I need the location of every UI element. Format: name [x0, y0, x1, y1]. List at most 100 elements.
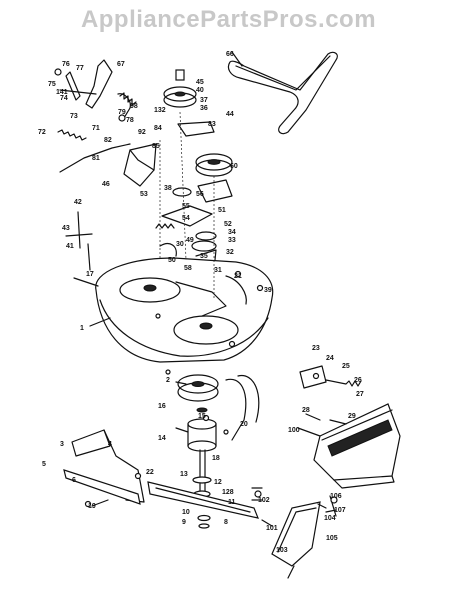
callout-44: 44 — [226, 111, 234, 118]
callout-8: 8 — [224, 519, 228, 526]
callout-21: 21 — [234, 273, 242, 280]
callout-36: 36 — [200, 105, 208, 112]
callout-26: 26 — [354, 377, 362, 384]
callout-labels: 6676776775141747998737892728281714540373… — [38, 51, 364, 554]
callout-50: 50 — [168, 257, 176, 264]
callout-67: 67 — [117, 61, 125, 68]
callout-37: 37 — [200, 97, 208, 104]
callout-38: 38 — [164, 185, 172, 192]
callout-15: 15 — [198, 413, 206, 420]
callout-28: 28 — [302, 407, 310, 414]
callout-12: 12 — [214, 479, 222, 486]
callout-46: 46 — [102, 181, 110, 188]
callout-14: 14 — [158, 435, 166, 442]
callout-54: 54 — [182, 215, 190, 222]
callout-56: 56 — [196, 191, 204, 198]
callout-39: 39 — [264, 287, 272, 294]
callout-72: 72 — [38, 129, 46, 136]
idler-stack — [155, 187, 217, 271]
callout-55: 55 — [182, 203, 190, 210]
callout-52: 52 — [224, 221, 232, 228]
callout-105: 105 — [326, 535, 338, 542]
belt-keeper-part-20 — [225, 375, 260, 441]
callout-107: 107 — [334, 507, 346, 514]
callout-19: 19 — [88, 503, 96, 510]
callout-103: 103 — [276, 547, 288, 554]
callout-33: 33 — [228, 237, 236, 244]
callout-78: 78 — [126, 117, 134, 124]
spindle-part-14 — [187, 407, 217, 498]
bracket-part-22 — [299, 365, 362, 389]
callout-29: 29 — [348, 413, 356, 420]
callout-20: 20 — [240, 421, 248, 428]
spring-part-98 — [119, 92, 137, 106]
bracket-part-60 — [197, 179, 233, 203]
callout-66: 66 — [226, 51, 234, 58]
callout-53: 53 — [140, 191, 148, 198]
linkage-assembly — [54, 59, 131, 122]
callout-74: 74 — [60, 95, 68, 102]
callout-45: 45 — [196, 79, 204, 86]
callout-35: 35 — [200, 253, 208, 260]
callout-2: 2 — [166, 377, 170, 384]
callout-58: 58 — [184, 265, 192, 272]
hardware-part-10 — [197, 514, 211, 529]
callout-76: 76 — [62, 61, 70, 68]
spring-part-72 — [57, 129, 87, 141]
callout-75: 75 — [48, 81, 56, 88]
callout-5: 5 — [42, 461, 46, 468]
callout-16: 16 — [158, 403, 166, 410]
callout-3: 3 — [60, 441, 64, 448]
callout-77: 77 — [76, 65, 84, 72]
callout-141: 141 — [56, 89, 68, 96]
callout-84: 84 — [154, 125, 162, 132]
callout-92: 92 — [138, 129, 146, 136]
callout-98: 98 — [130, 103, 138, 110]
callout-25: 25 — [342, 363, 350, 370]
callout-23: 23 — [312, 345, 320, 352]
callout-100: 100 — [288, 427, 300, 434]
callout-24: 24 — [326, 355, 334, 362]
watermark: AppliancePartsPros.com — [80, 6, 377, 33]
hardware-misc — [84, 270, 264, 508]
callout-102: 102 — [258, 497, 270, 504]
rod-part-29 — [297, 427, 321, 437]
bracket-part-44 — [123, 143, 157, 187]
deck-pulley-part-16 — [177, 374, 219, 402]
callout-128: 128 — [222, 489, 234, 496]
callout-11: 11 — [228, 499, 236, 506]
callout-101: 101 — [266, 525, 278, 532]
pulley-part-36 — [163, 69, 197, 108]
callout-27: 27 — [356, 391, 364, 398]
shield-part-101 — [251, 487, 338, 567]
callout-6: 6 — [72, 477, 76, 484]
callout-40: 40 — [196, 87, 204, 94]
callout-17: 17 — [86, 271, 94, 278]
callout-9: 9 — [182, 519, 186, 526]
discharge-chute-part-27 — [313, 403, 401, 489]
callout-71: 71 — [92, 125, 100, 132]
callout-34: 34 — [228, 229, 236, 236]
callout-79: 79 — [118, 109, 126, 116]
callout-83: 83 — [208, 121, 216, 128]
callout-43: 43 — [62, 225, 70, 232]
leader-lines — [73, 51, 347, 579]
callout-85: 85 — [152, 143, 160, 150]
callout-42: 42 — [74, 199, 82, 206]
callout-32: 32 — [226, 249, 234, 256]
callout-22: 22 — [146, 469, 154, 476]
callout-81: 81 — [92, 155, 100, 162]
rod-part-71 — [59, 143, 131, 173]
callout-73: 73 — [70, 113, 78, 120]
belt-part-66 — [227, 51, 338, 135]
callout-31: 31 — [214, 267, 222, 274]
callout-30: 30 — [176, 241, 184, 248]
callout-106: 106 — [330, 493, 342, 500]
callout-1: 1 — [80, 325, 84, 332]
linkage-part-43 — [65, 211, 93, 271]
idler-bracket-part-84 — [177, 121, 215, 137]
callout-82: 82 — [104, 137, 112, 144]
callout-41: 41 — [66, 243, 74, 250]
